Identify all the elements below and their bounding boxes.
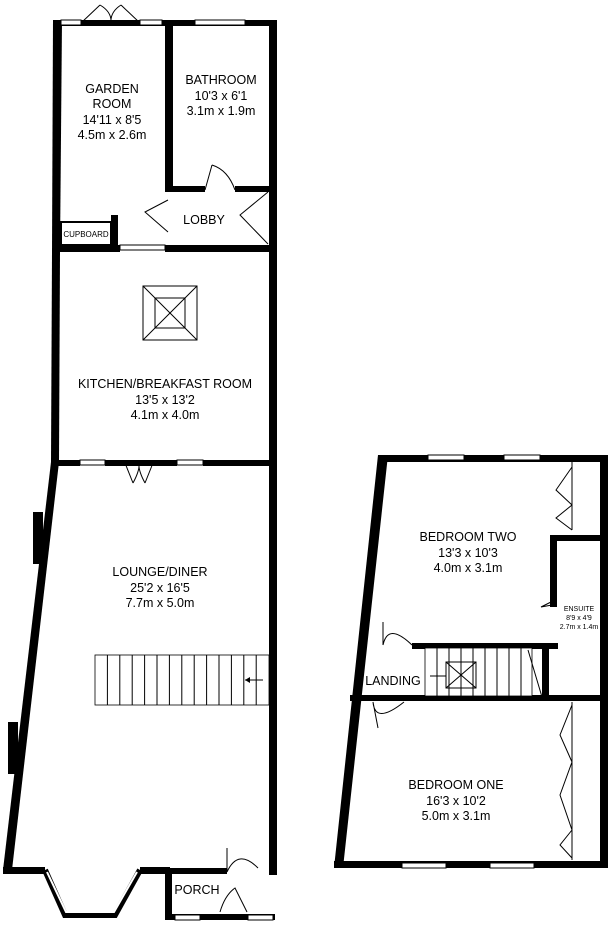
ground-floor-plan: GARDEN ROOM 14'11 x 8'5 4.5m x 2.6m BATH… [3, 4, 277, 921]
ff-wall-top [378, 455, 608, 462]
lobby-label: LOBBY [183, 213, 225, 227]
ground-staircase [94, 654, 270, 706]
bed2-metric: 4.0m x 3.1m [434, 561, 503, 575]
ff-wall-bed1-top-left [350, 695, 405, 701]
bed1-wardrobe [559, 702, 573, 860]
garden-room-label-2: ROOM [93, 97, 132, 111]
wall-porch-left [165, 868, 172, 920]
bed1-metric: 5.0m x 3.1m [422, 809, 491, 823]
ff-wall-right [600, 455, 608, 868]
kitchen-window [119, 244, 166, 251]
wall-lobby-left [111, 215, 118, 247]
lounge-label: LOUNGE/DINER [112, 565, 207, 579]
wall-top-left [53, 20, 165, 26]
porch-window-right [247, 914, 274, 921]
ff-wall-ensuite-lower [542, 643, 549, 699]
ff-stair-bend [527, 649, 543, 698]
garden-window-right [139, 19, 163, 26]
porch-door [219, 848, 259, 913]
bed1-imperial: 16'3 x 10'2 [426, 794, 486, 808]
kitchen-imperial: 13'5 x 13'2 [135, 393, 195, 407]
wall-left-upper [52, 20, 62, 252]
skylight-icon [142, 285, 198, 341]
wall-lounge-top-mid [105, 460, 177, 466]
lounge-french-door [124, 462, 154, 484]
bathroom-metric: 3.1m x 1.9m [187, 104, 256, 118]
stair-arrow-icon [245, 677, 250, 683]
cupboard-label: CUPBOARD [63, 230, 109, 239]
bathroom-door [204, 164, 236, 191]
ff-wall-bed2-right [556, 535, 608, 541]
bay-window-glass [46, 871, 138, 913]
wall-porch-top [165, 868, 227, 874]
bathroom-window [194, 19, 246, 26]
chimney-breast-upper [33, 512, 43, 564]
wall-left-mid [51, 252, 60, 462]
bed1-label: BEDROOM ONE [408, 778, 503, 792]
lounge-imperial: 25'2 x 16'5 [130, 581, 190, 595]
lounge-window-left [79, 459, 106, 466]
ff-window-bottom-left [401, 862, 447, 869]
garden-room-label-1: GARDEN [85, 82, 138, 96]
ff-wall-landing-top [412, 643, 558, 649]
wall-right [269, 20, 277, 875]
porch-label: PORCH [174, 883, 219, 897]
ff-wall-bed1-top [405, 695, 608, 701]
landing-door-top [382, 622, 413, 646]
wall-left-lower [3, 462, 59, 870]
wall-kitchen-top-left [55, 245, 120, 252]
garden-french-door [80, 4, 141, 24]
ensuite-imperial: 8'9 x 4'9 [566, 615, 592, 622]
lounge-window-right [176, 459, 204, 466]
kitchen-metric: 4.1m x 4.0m [131, 408, 200, 422]
ensuite-metric: 2.7m x 1.4m [560, 624, 599, 631]
wall-bathroom-bottom-right [235, 186, 275, 192]
garden-room-imperial: 14'11 x 8'5 [83, 113, 142, 127]
garden-room-metric: 4.5m x 2.6m [78, 128, 147, 142]
ff-wall-left [334, 455, 388, 868]
kitchen-label: KITCHEN/BREAKFAST ROOM [78, 377, 252, 391]
lounge-metric: 7.7m x 5.0m [126, 596, 195, 610]
ensuite-door [540, 599, 556, 608]
ff-wall-bottom [334, 861, 608, 868]
wall-bathroom-bottom-left [165, 186, 205, 192]
first-floor-plan: BEDROOM TWO 13'3 x 10'3 4.0m x 3.1m ENSU… [334, 454, 608, 869]
porch-window-left [174, 914, 201, 921]
landing-label: LANDING [365, 674, 421, 688]
garden-window [60, 19, 82, 26]
ensuite-label: ENSUITE [564, 606, 595, 613]
ff-window-top-right [503, 454, 541, 461]
bed2-label: BEDROOM TWO [420, 530, 517, 544]
wall-porch-bottom [165, 914, 275, 920]
bay-window-frame [42, 868, 143, 918]
ff-window-top-left [427, 454, 465, 461]
ff-window-bottom-right [489, 862, 535, 869]
first-floor-staircase [424, 647, 543, 698]
ff-wall-ensuite-left [550, 535, 557, 607]
landing-door-bottom [372, 701, 405, 729]
bathroom-imperial: 10'3 x 6'1 [195, 89, 248, 103]
lobby-door-left [144, 199, 169, 233]
wall-bathroom-left [165, 20, 173, 190]
cupboard-box [60, 221, 112, 246]
lobby-door-right [239, 191, 269, 245]
bed2-imperial: 13'3 x 10'3 [438, 546, 498, 560]
wall-lounge-top-right [203, 460, 275, 466]
wall-kitchen-top-right [165, 245, 275, 252]
bathroom-label: BATHROOM [185, 73, 256, 87]
wall-lounge-top-left [55, 460, 80, 466]
wall-bottom-mid [140, 867, 170, 874]
wall-bottom-left [3, 867, 45, 874]
chimney-breast-lower [8, 722, 18, 774]
bed2-wardrobe [555, 462, 573, 531]
